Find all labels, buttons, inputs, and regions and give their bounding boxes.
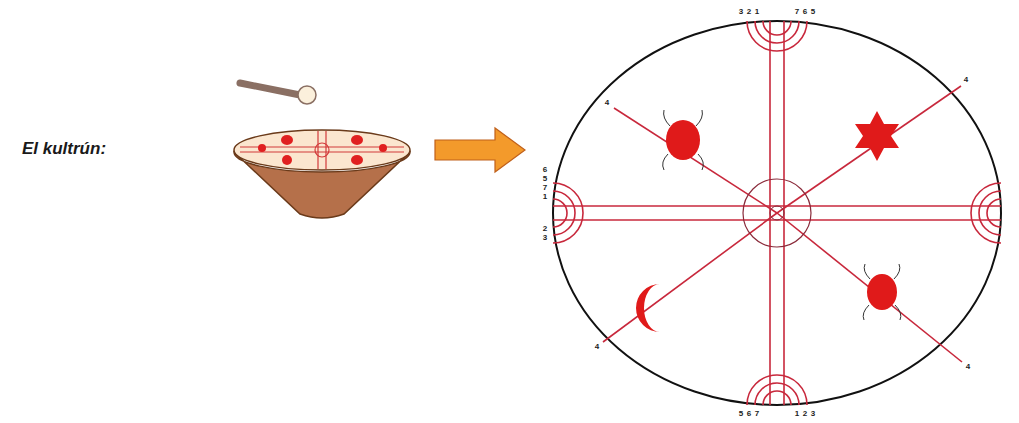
callout-number: 4 [604,99,610,107]
drum-pattern [240,131,404,169]
callout-number: 3 [738,8,744,16]
callout-number: 3 [810,410,816,418]
drum-symbols [258,135,387,165]
callout-number: 5 [810,8,816,16]
sun-symbol [863,264,901,320]
drumstick [240,83,300,95]
sun-symbol [663,110,704,170]
orange-arrow [435,128,525,172]
callout-number: 2 [746,8,752,16]
callout-number: 1 [794,410,800,418]
callout-number: 4 [965,363,971,371]
callout-number: 7 [794,8,800,16]
kultrun-lines [553,21,1001,405]
callout-number: 5 [542,175,548,183]
callout-number: 6 [746,410,752,418]
heading-label: El kultrún: [22,140,106,157]
callout-number: 7 [754,410,760,418]
callout-number: 6 [542,166,548,174]
callout-number: 1 [754,8,760,16]
star-symbol [855,111,899,161]
callout-number: 4 [594,343,600,351]
drum-top [234,130,410,170]
callout-number: 5 [738,410,744,418]
moon-symbol [636,284,660,332]
callout-number: 2 [542,225,548,233]
callout-number: 2 [802,410,808,418]
callout-number: 7 [542,184,548,192]
callout-number: 1 [542,193,548,201]
callout-number: 4 [963,76,969,84]
kultrun-outline [553,21,1001,405]
callout-number: 6 [802,8,808,16]
callout-number: 3 [542,234,548,242]
drumstick-head [298,86,316,104]
